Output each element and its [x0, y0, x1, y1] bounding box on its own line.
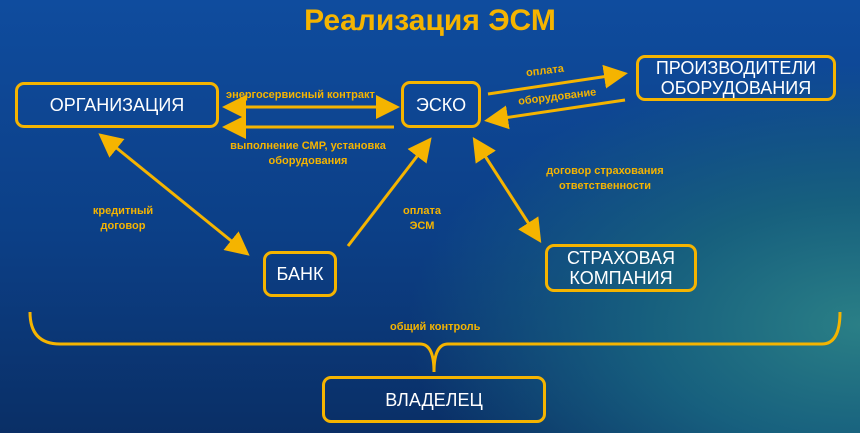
label-control: общий контроль: [390, 321, 481, 333]
node-bank: БАНК: [263, 251, 337, 297]
arrow-insurance: [472, 136, 542, 244]
control-bracket: [28, 311, 842, 373]
label-insurance: договор страхования ответственности: [546, 165, 664, 192]
arrow-equipment: [484, 98, 626, 130]
node-owner: ВЛАДЕЛЕЦ: [322, 376, 546, 423]
arrow-payment: [487, 64, 628, 96]
label-payment-esm: оплата ЭСМ: [403, 205, 441, 232]
node-insurance: СТРАХОВАЯ КОМПАНИЯ: [545, 244, 697, 292]
node-producers: ПРОИЗВОДИТЕЛИ ОБОРУДОВАНИЯ: [636, 55, 836, 101]
label-works: выполнение СМР, установка оборудования: [230, 140, 386, 167]
arrow-credit: [98, 133, 250, 256]
node-organization: ОРГАНИЗАЦИЯ: [15, 82, 219, 128]
page-title: Реализация ЭСМ: [304, 4, 556, 37]
arrow-payment-esm: [346, 137, 432, 247]
label-contract: энергосервисный контракт: [226, 89, 375, 101]
label-credit: кредитный договор: [92, 205, 154, 232]
node-esko: ЭСКО: [401, 81, 481, 128]
